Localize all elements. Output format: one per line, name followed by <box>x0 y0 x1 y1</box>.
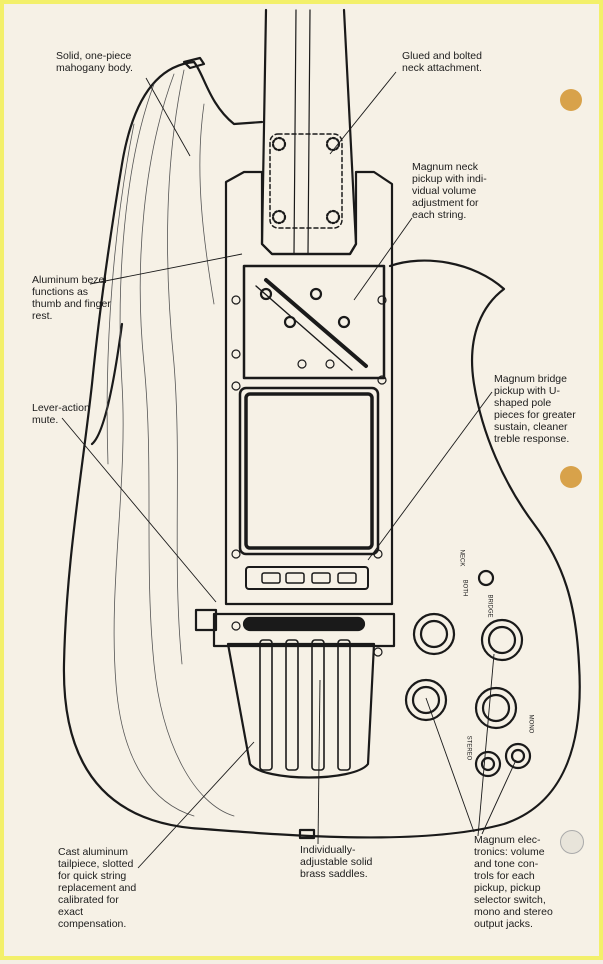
tone-knob-bridge <box>474 686 518 730</box>
switch-label-both: BOTH <box>461 579 468 597</box>
volume-knob-neck <box>412 612 456 656</box>
mute-lever <box>194 608 218 632</box>
callout-mute: Lever-action mute. <box>32 402 90 426</box>
guitar-illustration <box>61 8 581 869</box>
callout-bezel: Aluminum bezel functions as thumb and fi… <box>32 274 111 322</box>
neck-pickup <box>242 264 386 380</box>
volume-knob-bridge <box>404 678 448 722</box>
tailpiece <box>226 642 376 779</box>
binder-hole-top <box>560 89 582 111</box>
bridge-cover <box>212 612 396 648</box>
switch-label-neck: NECK <box>458 549 465 567</box>
bridge-pickup <box>245 566 369 590</box>
tone-knob-neck <box>480 618 524 662</box>
callout-bridge-pickup: Magnum bridge pickup with U- shaped pole… <box>494 373 576 445</box>
callout-electronics: Magnum elec- tronics: volume and tone co… <box>474 834 553 930</box>
binder-hole-middle <box>560 466 582 488</box>
mono-jack <box>504 742 532 770</box>
pickup-window <box>238 386 380 556</box>
neck-plate <box>269 133 343 229</box>
aluminum-bezel <box>224 170 394 606</box>
callout-body: Solid, one-piece mahogany body. <box>56 50 133 74</box>
callout-saddles: Individually- adjustable solid brass sad… <box>300 844 373 880</box>
jack-label-mono: MONO <box>527 714 534 734</box>
jack-label-stereo: STEREO <box>465 735 472 761</box>
callout-neck-pickup: Magnum neck pickup with indi- vidual vol… <box>412 161 487 221</box>
stereo-jack <box>474 750 502 778</box>
guitar-body-outline <box>62 60 581 839</box>
upper-horn <box>192 60 264 126</box>
switch-label-bridge: BRIDGE <box>486 594 493 618</box>
pickup-selector-switch <box>477 569 495 587</box>
callout-tailpiece: Cast aluminum tailpiece, slotted for qui… <box>58 846 137 930</box>
binder-hole-bottom <box>560 830 584 854</box>
callout-neck-attachment: Glued and bolted neck attachment. <box>402 50 482 74</box>
horn-inner <box>90 322 124 446</box>
